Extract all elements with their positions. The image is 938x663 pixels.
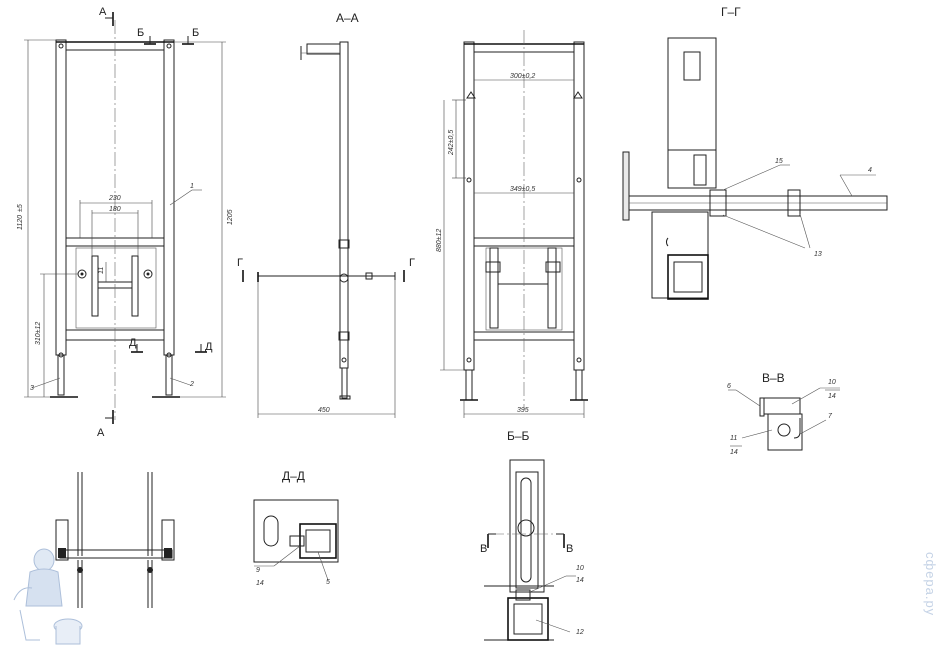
callout-12: 12 [576, 629, 584, 636]
dim-width-395: 395 [517, 407, 529, 414]
front-section-d-left: Д [129, 337, 137, 349]
dim-overall-height: 1120 [17, 215, 24, 230]
callout-3: 3 [30, 385, 34, 392]
callout-6: 6 [727, 383, 731, 390]
callout-10a: 10 [828, 379, 836, 386]
callout-11: 11 [730, 435, 737, 442]
section-aa-view [242, 41, 405, 418]
section-dd-title: Д–Д [282, 469, 305, 483]
section-bb-v-right: В [566, 543, 573, 555]
dim-gap-11: 11 [98, 267, 105, 274]
dim-width-230: 230 [108, 195, 121, 202]
section-vv-title: В–В [762, 371, 785, 385]
callout-5: 5 [326, 579, 330, 586]
callout-10a-sub: 14 [828, 393, 836, 400]
section-bb-view [484, 459, 576, 641]
callout-9-sub: 14 [256, 580, 264, 587]
section-bb-title: Б–Б [507, 429, 530, 443]
callout-10b-sub: 14 [576, 577, 584, 584]
section-aa-g-right: Г [409, 257, 415, 269]
dim-height-880: 880±12 [436, 229, 443, 252]
dim-height-242: 242±0,5 [448, 130, 455, 156]
section-aa-g-left: Г [237, 257, 243, 269]
front-section-b-right: Б [192, 27, 199, 39]
dim-width-300: 300±0,2 [510, 73, 535, 80]
callout-1: 1 [190, 183, 194, 190]
dim-height-310: 310±12 [35, 322, 42, 345]
front-section-d-right: Д [205, 341, 213, 353]
dim-width-180: 180 [109, 206, 121, 213]
back-view [440, 30, 588, 418]
callout-15: 15 [775, 158, 783, 165]
section-vv-view [728, 387, 840, 451]
callout-11-sub: 14 [730, 449, 738, 456]
front-section-a-bottom: А [97, 427, 105, 439]
front-section-a-top: А [99, 6, 107, 18]
dim-frame-height: 1205 [227, 209, 234, 225]
callout-13: 13 [814, 251, 822, 258]
section-bb-v-left: В [480, 543, 487, 555]
callout-7: 7 [828, 413, 833, 420]
front-view [24, 12, 226, 424]
callout-10b: 10 [576, 565, 584, 572]
section-gg-title: Г–Г [721, 5, 741, 19]
dim-overall-height-tol: ±5 [17, 204, 24, 212]
callout-9: 9 [256, 567, 260, 574]
plumber-mascot-logo [13, 548, 83, 645]
front-section-b-left: Б [137, 27, 144, 39]
section-dd-view [253, 499, 339, 581]
section-gg-view [622, 37, 888, 300]
callout-2: 2 [189, 381, 194, 388]
dim-width-349: 349±0,5 [510, 186, 535, 193]
dim-depth-450: 450 [318, 407, 330, 414]
watermark-text: сфера.ру [923, 552, 938, 616]
callout-4: 4 [868, 167, 872, 174]
section-aa-title: А–А [336, 11, 359, 25]
plan-view [55, 472, 175, 608]
